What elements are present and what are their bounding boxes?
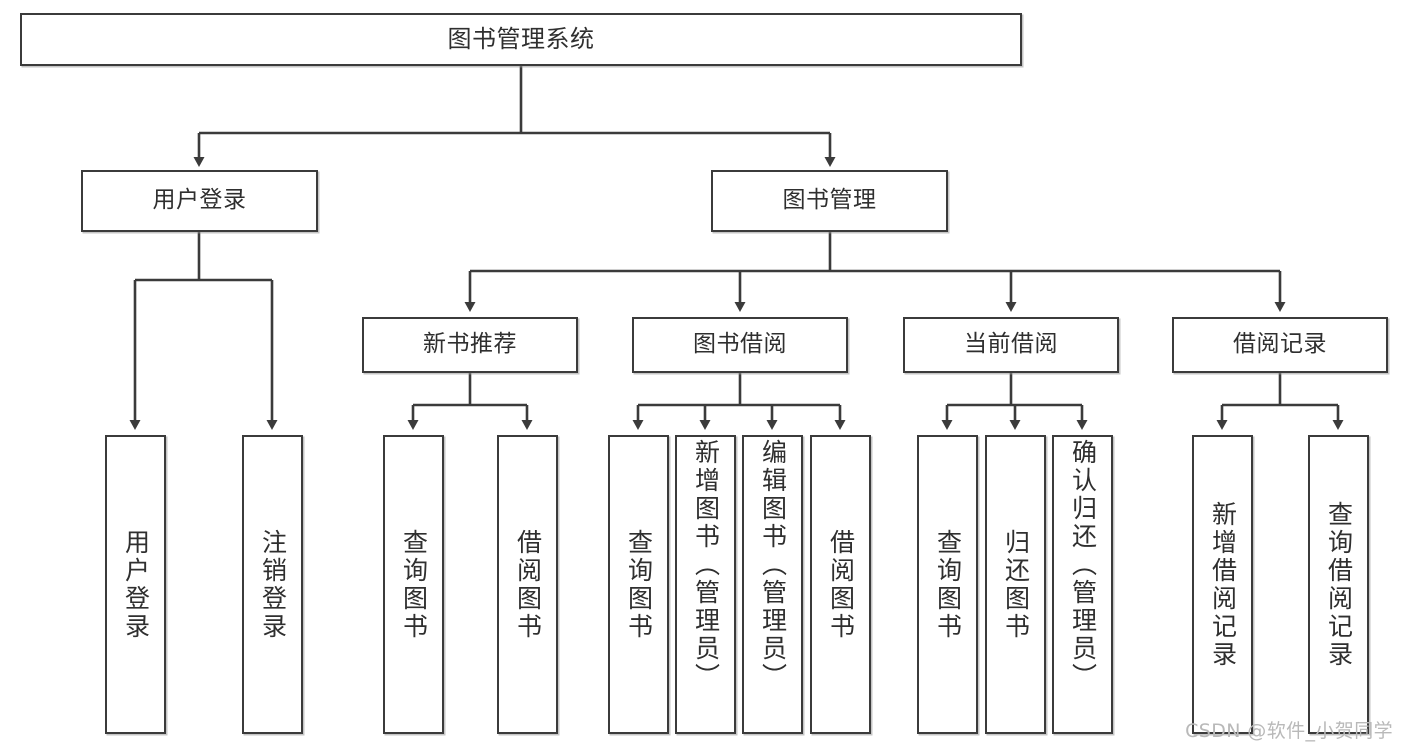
node-book-management[interactable]: 图书管理 [711, 170, 948, 232]
leaf-current-borrow-query-book[interactable]: 查询图书 [917, 435, 978, 734]
node-new-book-recommend[interactable]: 新书推荐 [362, 317, 578, 373]
node-root-book-management-system[interactable]: 图书管理系统 [20, 13, 1022, 66]
node-label: 用户登录 [121, 528, 151, 641]
node-borrow-record[interactable]: 借阅记录 [1172, 317, 1388, 373]
leaf-user-login-logout[interactable]: 注销登录 [242, 435, 303, 734]
node-label: 查询图书 [399, 528, 429, 641]
leaf-book-borrow-query-book[interactable]: 查询图书 [608, 435, 669, 734]
leaf-borrow-record-query-record[interactable]: 查询借阅记录 [1308, 435, 1369, 734]
node-label: 图书管理 [782, 187, 877, 214]
node-label: 新增借阅记录 [1208, 500, 1238, 669]
node-label: 新增图书（管理员） [691, 439, 721, 691]
leaf-new-book-query-book[interactable]: 查询图书 [383, 435, 444, 734]
node-current-borrow[interactable]: 当前借阅 [903, 317, 1119, 373]
node-label: 当前借阅 [964, 331, 1058, 358]
node-label: 用户登录 [152, 187, 247, 214]
watermark: CSDN @软件_小贺同学 [1185, 720, 1393, 742]
node-label: 注销登录 [258, 528, 288, 641]
node-label: 归还图书 [1001, 528, 1031, 641]
node-label: 图书管理系统 [447, 25, 595, 54]
leaf-current-borrow-return-book[interactable]: 归还图书 [985, 435, 1046, 734]
node-label: 查询图书 [624, 528, 654, 641]
node-label: 查询借阅记录 [1324, 500, 1354, 669]
node-label: 查询图书 [933, 528, 963, 641]
leaf-current-borrow-confirm-return-admin[interactable]: 确认归还（管理员） [1052, 435, 1113, 734]
node-book-borrow[interactable]: 图书借阅 [632, 317, 848, 373]
node-label: 借阅图书 [513, 528, 543, 641]
node-label: 借阅图书 [826, 528, 856, 641]
leaf-book-borrow-add-book-admin[interactable]: 新增图书（管理员） [675, 435, 736, 734]
node-label: 确认归还（管理员） [1068, 439, 1098, 691]
node-label: 编辑图书（管理员） [758, 439, 788, 691]
leaf-borrow-record-add-record[interactable]: 新增借阅记录 [1192, 435, 1253, 734]
leaf-new-book-borrow-book[interactable]: 借阅图书 [497, 435, 558, 734]
node-label: 图书借阅 [693, 331, 787, 358]
node-label: 新书推荐 [423, 331, 517, 358]
node-label: 借阅记录 [1233, 331, 1327, 358]
node-user-login[interactable]: 用户登录 [81, 170, 318, 232]
leaf-user-login-login[interactable]: 用户登录 [105, 435, 166, 734]
leaf-book-borrow-edit-book-admin[interactable]: 编辑图书（管理员） [742, 435, 803, 734]
leaf-book-borrow-borrow-book[interactable]: 借阅图书 [810, 435, 871, 734]
